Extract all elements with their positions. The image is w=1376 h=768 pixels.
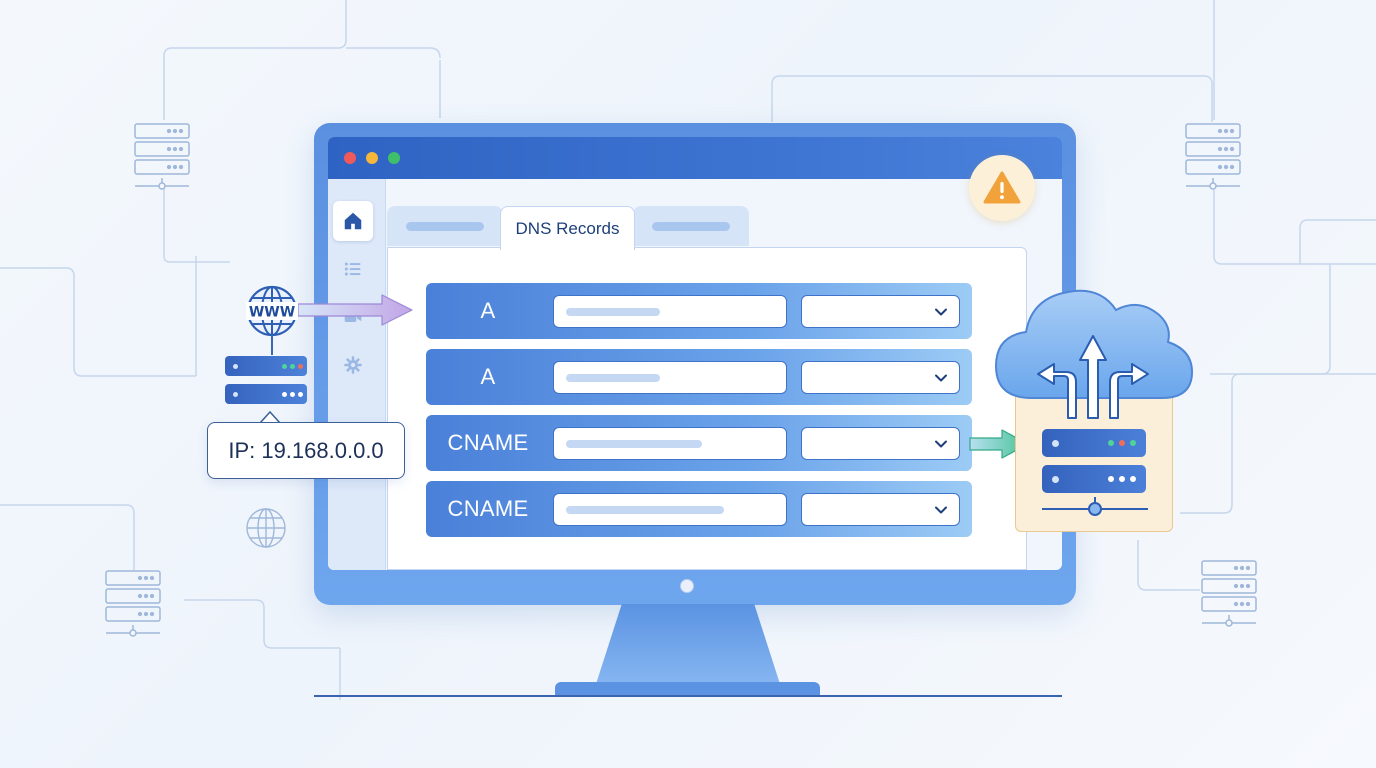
- warning-icon: [983, 171, 1021, 204]
- dns-record-row: CNAME: [426, 481, 972, 537]
- record-type-label: A: [480, 364, 496, 389]
- sidebar-item-settings[interactable]: [333, 345, 373, 385]
- chevron-down-icon: [935, 440, 947, 448]
- record-type-label: CNAME: [447, 430, 529, 455]
- gear-icon: [344, 356, 362, 374]
- record-value-input[interactable]: [553, 295, 787, 328]
- globe-server-link: [271, 335, 273, 355]
- server-unit: [225, 384, 307, 404]
- server-unit: [225, 356, 307, 376]
- minimize-button[interactable]: [366, 152, 378, 164]
- cloud-server-unit: [1042, 429, 1146, 457]
- power-button[interactable]: [680, 579, 694, 593]
- record-ttl-select[interactable]: [801, 361, 960, 394]
- chevron-down-icon: [935, 506, 947, 514]
- globe-arrow-connector: [297, 294, 413, 326]
- network-node: [1042, 497, 1148, 516]
- decorative-server-icon: [1185, 123, 1241, 190]
- maximize-button[interactable]: [388, 152, 400, 164]
- record-value-input[interactable]: [553, 361, 787, 394]
- ip-address-label: IP: 19.168.0.0.0: [207, 422, 405, 479]
- list-icon: [344, 262, 361, 276]
- chevron-down-icon: [935, 308, 947, 316]
- cloud-server-unit: [1042, 465, 1146, 493]
- sidebar-item-home[interactable]: [333, 201, 373, 241]
- floor-line: [314, 695, 1062, 697]
- www-globe-icon: WWW: [246, 285, 298, 337]
- monitor-stand: [596, 604, 780, 684]
- decorative-server-icon: [1201, 560, 1257, 627]
- monitor-base: [555, 682, 820, 696]
- record-type-label: A: [480, 298, 496, 323]
- app-window: DNS Records A A CNAME CNAME: [328, 137, 1062, 570]
- title-bar: [328, 137, 1062, 179]
- dns-record-row: A: [426, 283, 972, 339]
- record-ttl-select[interactable]: [801, 427, 960, 460]
- chevron-down-icon: [935, 374, 947, 382]
- tab-dns-records[interactable]: DNS Records: [500, 206, 635, 250]
- dns-record-row: CNAME: [426, 415, 972, 471]
- cloud-routing-icon: [994, 289, 1194, 419]
- record-value-input[interactable]: [553, 427, 787, 460]
- record-type-label: CNAME: [447, 496, 529, 521]
- decorative-server-icon: [105, 570, 161, 637]
- close-button[interactable]: [344, 152, 356, 164]
- record-ttl-select[interactable]: [801, 493, 960, 526]
- dns-record-row: A: [426, 349, 972, 405]
- sidebar: [328, 179, 386, 570]
- tab-placeholder-right[interactable]: [633, 206, 749, 246]
- ip-label-pointer: [259, 410, 281, 424]
- home-icon: [344, 212, 362, 230]
- decorative-server-icon: [134, 123, 190, 190]
- record-value-input[interactable]: [553, 493, 787, 526]
- tab-placeholder-left[interactable]: [387, 206, 503, 246]
- warning-badge[interactable]: [969, 155, 1035, 221]
- sidebar-item-list[interactable]: [333, 249, 373, 289]
- globe-text: WWW: [249, 305, 295, 321]
- record-ttl-select[interactable]: [801, 295, 960, 328]
